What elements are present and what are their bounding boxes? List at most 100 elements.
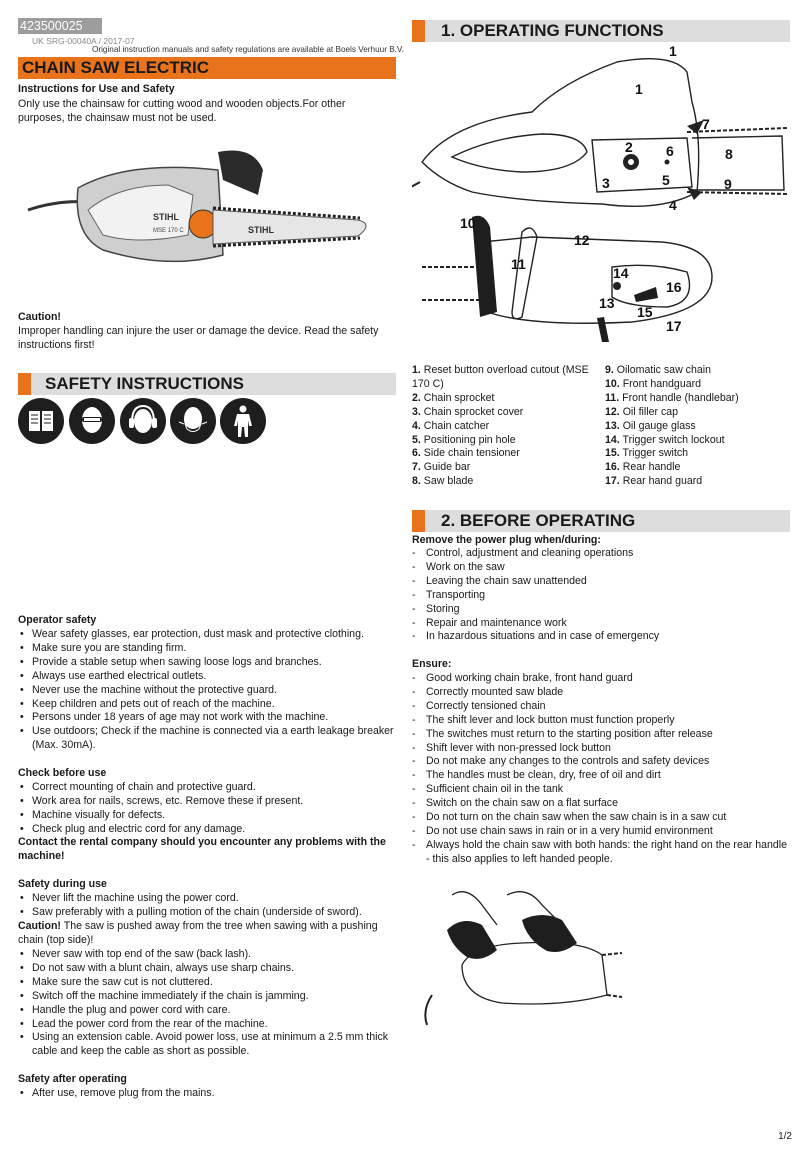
part-number: 4. [412, 419, 421, 432]
part-label: Front handguard [622, 377, 702, 390]
safety-header: SAFETY INSTRUCTIONS [18, 373, 396, 395]
page-title: CHAIN SAW ELECTRIC [18, 57, 396, 79]
list-item: Wear safety glasses, ear protection, dus… [18, 628, 394, 642]
list-item: Good working chain brake, front hand gua… [412, 672, 792, 686]
operator-list: Wear safety glasses, ear protection, dus… [18, 628, 394, 753]
callout-10: 10 [460, 215, 476, 231]
during-list-1: Never lift the machine using the power c… [18, 892, 394, 920]
list-item: Correct mounting of chain and protective… [18, 781, 394, 795]
plug-list: Control, adjustment and cleaning operati… [412, 547, 792, 644]
list-item: In hazardous situations and in case of e… [412, 630, 792, 644]
part-number: 15. [605, 447, 620, 460]
list-item: Transporting [412, 589, 792, 603]
intro-heading: Instructions for Use and Safety [18, 83, 175, 95]
list-item: Correctly mounted saw blade [412, 686, 792, 700]
plug-heading: Remove the power plug when/during: [412, 534, 601, 546]
callout-1b: 1 [635, 81, 643, 97]
page-title-text: CHAIN SAW ELECTRIC [22, 58, 209, 77]
list-item: Make sure the saw cut is not cluttered. [18, 976, 394, 990]
part-item: 12. Oil filler cap [605, 406, 795, 420]
callout-11: 11 [511, 256, 526, 272]
part-label: Side chain tensioner [423, 447, 520, 460]
list-item: Use outdoors; Check if the machine is co… [18, 725, 394, 753]
list-item: Always use earthed electrical outlets. [18, 670, 394, 684]
list-item: Handle the plug and power cord with care… [18, 1004, 394, 1018]
callout-3: 3 [602, 175, 610, 191]
chainsaw-photo: STIHL MSE 170 C STIHL [18, 140, 388, 290]
part-number: 12. [605, 405, 620, 418]
callout-14: 14 [613, 265, 629, 281]
part-number: 11. [605, 391, 620, 404]
header-accent [412, 510, 425, 532]
part-item: 9. Oilomatic saw chain [605, 364, 795, 378]
list-item: Storing [412, 603, 792, 617]
part-number: 2. [412, 391, 421, 404]
ensure-heading: Ensure: [412, 658, 452, 670]
list-item: Saw preferably with a pulling motion of … [18, 906, 394, 920]
part-label: Oilomatic saw chain [616, 364, 711, 376]
callout-12: 12 [574, 232, 590, 248]
product-model-label: MSE 170 C [153, 228, 184, 234]
callout-2: 2 [625, 139, 633, 155]
list-item: Do not make any changes to the controls … [412, 755, 792, 769]
part-label: Chain catcher [423, 419, 490, 432]
protective-clothing-icon [220, 398, 266, 444]
part-label: Front handle (handlebar) [622, 391, 739, 404]
caution-heading: Caution! [18, 311, 61, 323]
part-label: Rear handle [622, 461, 681, 474]
list-item: Machine visually for defects. [18, 809, 394, 823]
product-brand-label: STIHL [153, 212, 180, 222]
list-item: Always hold the chain saw with both hand… [412, 839, 792, 867]
document-reference: UK SRG-00040A / 2017-07 [32, 36, 135, 46]
list-item: Do not turn on the chain saw when the sa… [412, 811, 792, 825]
intro-text: Only use the chainsaw for cutting wood a… [18, 98, 346, 124]
dust-mask-icon [170, 398, 216, 444]
part-item: 3. Chain sprocket cover [412, 406, 597, 420]
list-item: Provide a stable setup when sawing loose… [18, 656, 394, 670]
list-item: Repair and maintenance work [412, 617, 792, 631]
part-item: 6. Side chain tensioner [412, 447, 597, 461]
list-item: Using an extension cable. Avoid power lo… [18, 1031, 394, 1059]
part-item: 17. Rear hand guard [605, 475, 795, 489]
callout-8: 8 [725, 146, 733, 162]
list-item: Work on the saw [412, 561, 792, 575]
two-hands-illustration [424, 891, 622, 1025]
part-label: Positioning pin hole [423, 433, 516, 446]
before-header: 2. BEFORE OPERATING [412, 510, 790, 532]
header-accent [412, 20, 425, 42]
part-item: 8. Saw blade [412, 475, 597, 489]
check-heading: Check before use [18, 767, 107, 779]
during-caution-label: Caution! [18, 920, 61, 932]
part-item: 7. Guide bar [412, 461, 597, 475]
list-item: Check plug and electric cord for any dam… [18, 823, 394, 837]
part-label: Guide bar [423, 461, 471, 474]
list-item: Shift lever with non-pressed lock button [412, 742, 792, 756]
list-item: Do not use chain saws in rain or in a ve… [412, 825, 792, 839]
part-label: Chain sprocket cover [423, 405, 524, 418]
part-label: Chain sprocket [423, 391, 495, 404]
functions-title: 1. OPERATING FUNCTIONS [441, 21, 664, 40]
part-label: Rear hand guard [622, 475, 703, 488]
part-number: 3. [412, 405, 421, 418]
callout-1a: 1 [669, 43, 677, 59]
document-id: 423500025 [18, 18, 102, 34]
safety-title: SAFETY INSTRUCTIONS [45, 374, 244, 393]
parts-list-left: 1. Reset button overload cutout (MSE 170… [412, 364, 597, 489]
caution-text: Improper handling can injure the user or… [18, 325, 379, 351]
before-title: 2. BEFORE OPERATING [441, 511, 636, 530]
list-item: Lead the power cord from the rear of the… [18, 1018, 394, 1032]
list-item: Leaving the chain saw unattended [412, 575, 792, 589]
part-number: 14. [605, 433, 620, 446]
list-item: Correctly tensioned chain [412, 700, 792, 714]
callout-5: 5 [662, 172, 670, 188]
list-item: The switches must return to the starting… [412, 728, 792, 742]
part-item: 10. Front handguard [605, 378, 795, 392]
part-item: 5. Positioning pin hole [412, 434, 597, 448]
list-item: After use, remove plug from the mains. [18, 1087, 394, 1101]
list-item: Persons under 18 years of age may not wo… [18, 711, 394, 725]
callout-9: 9 [724, 176, 732, 192]
during-heading: Safety during use [18, 878, 107, 890]
list-item: Switch on the chain saw on a flat surfac… [412, 797, 792, 811]
part-number: 17. [605, 475, 620, 488]
